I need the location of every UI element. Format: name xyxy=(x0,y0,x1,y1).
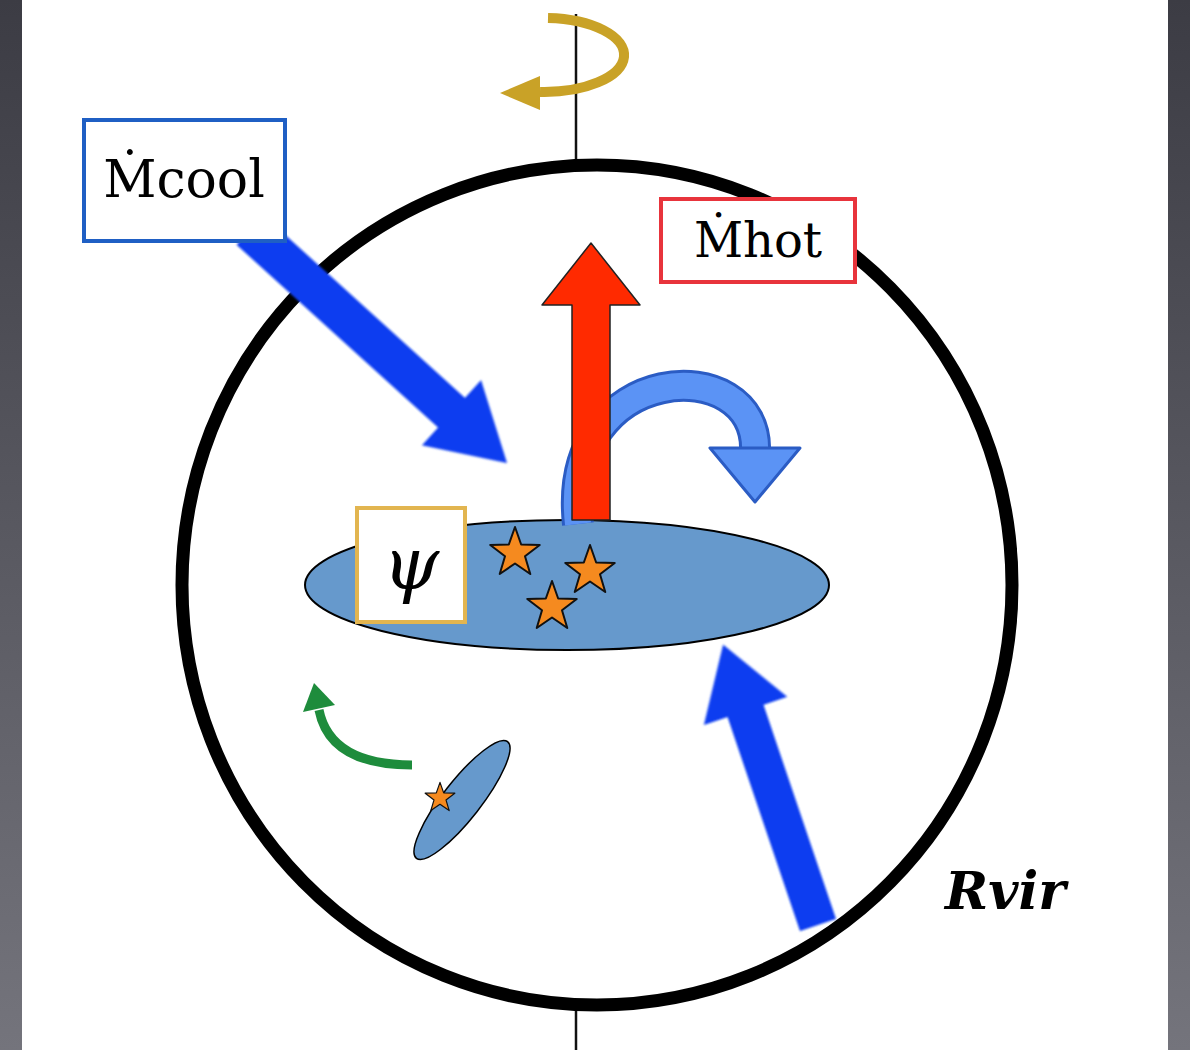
rotation-arrowhead xyxy=(500,76,540,110)
satellite-star xyxy=(425,782,455,810)
rotation-arrow xyxy=(540,18,624,92)
hot-outflow-arrow xyxy=(542,243,640,520)
filament-inflow-arrow-shape xyxy=(681,631,859,940)
rate-symbol: Ṁhot xyxy=(694,214,822,267)
satellite-galaxy xyxy=(401,730,522,870)
white-panel xyxy=(22,0,1168,1050)
virial-circle xyxy=(182,165,1012,1005)
rate-symbol: ψ xyxy=(383,525,439,604)
filament-inflow-arrow xyxy=(681,631,859,940)
fountain-arrowhead xyxy=(710,448,800,502)
galaxy-disk xyxy=(305,520,829,650)
cooling-rate-box: Ṁcool xyxy=(82,118,287,243)
star xyxy=(565,545,614,592)
rate-symbol: Ṁcool xyxy=(103,151,265,208)
hot-outflow-rate-box: Ṁhot xyxy=(659,197,857,284)
star xyxy=(527,581,576,628)
star-formation-box: ψ xyxy=(355,506,467,624)
merger-arrow xyxy=(319,710,412,765)
virial-radius-label: Rvir xyxy=(945,862,1066,919)
star xyxy=(490,527,539,574)
merger-arrowhead xyxy=(303,683,335,712)
